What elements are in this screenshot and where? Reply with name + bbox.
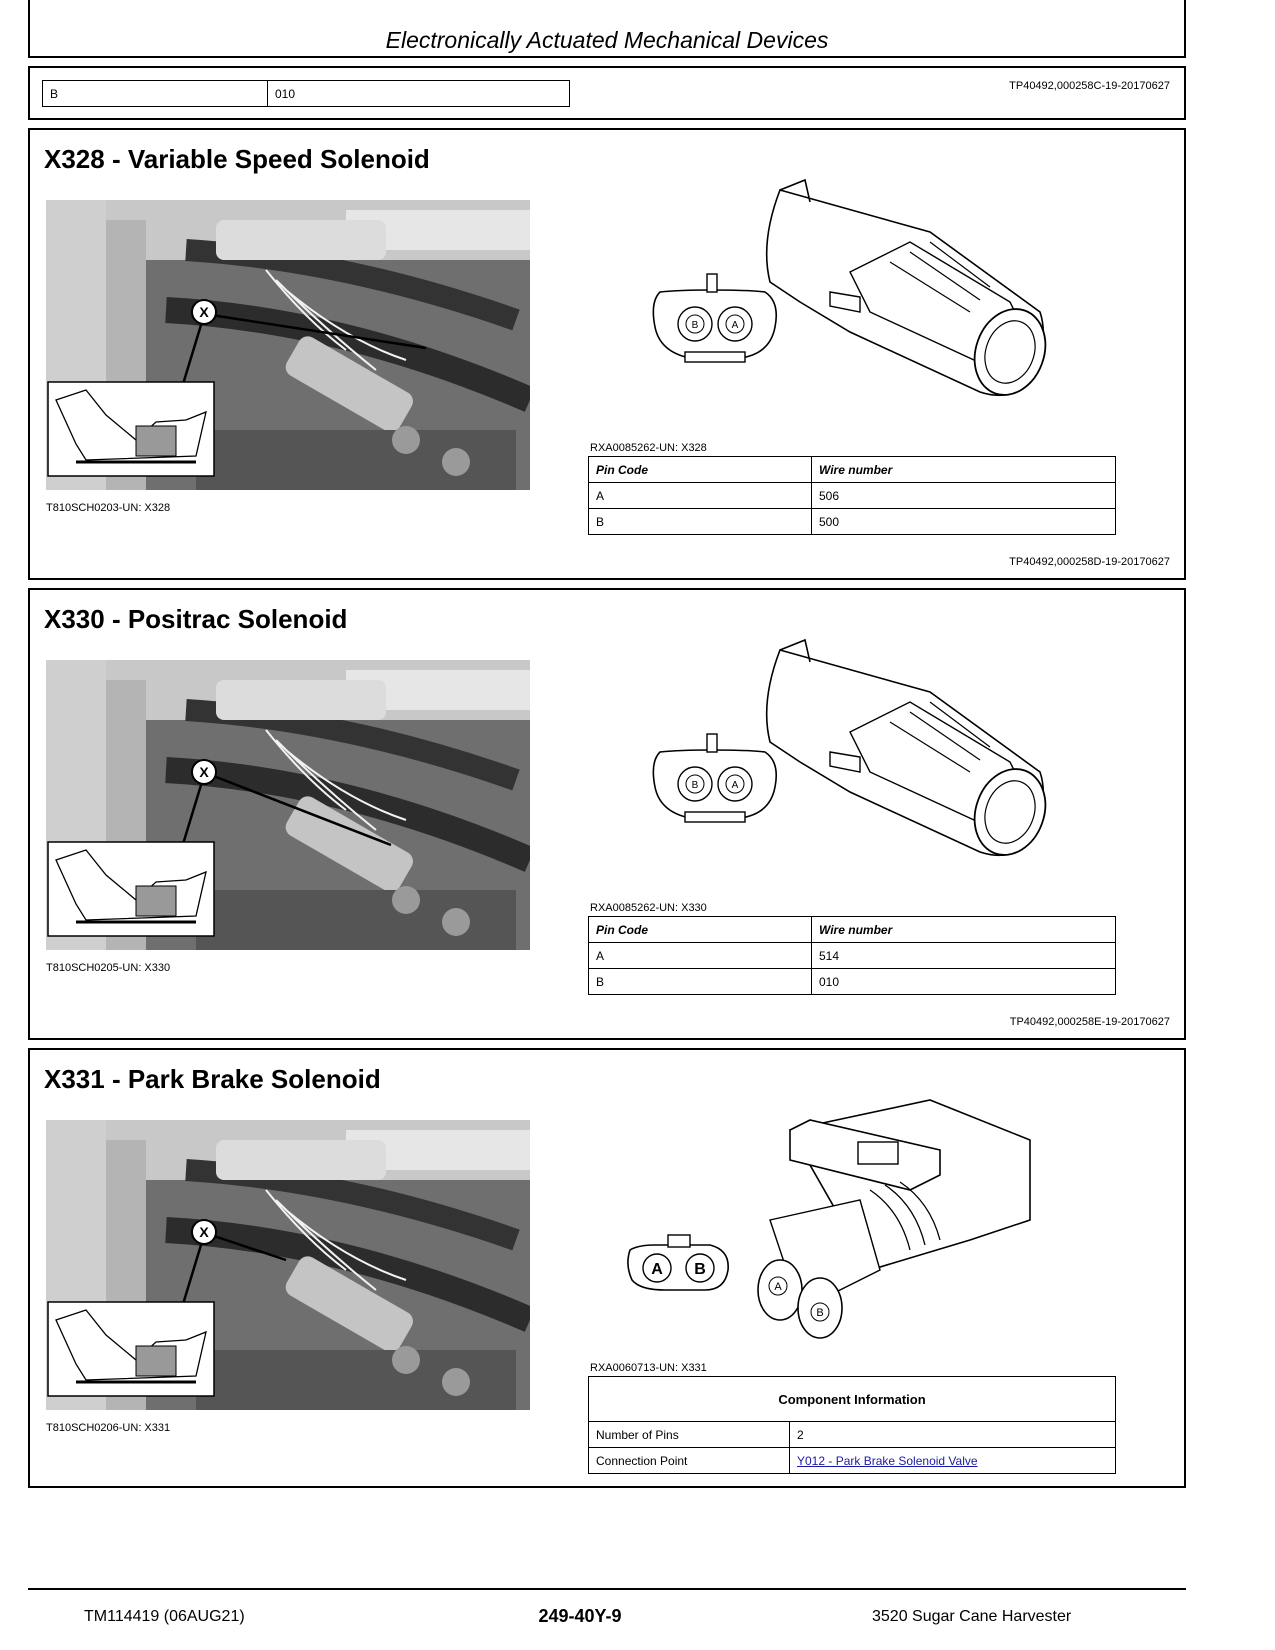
- pin-cell: B: [42, 80, 268, 107]
- table-header-row: Pin Code Wire number: [588, 916, 1116, 943]
- wire-cell: 010: [267, 80, 570, 107]
- footer-page-number: 249-40Y-9: [538, 1606, 622, 1626]
- pins-label: Number of Pins: [588, 1421, 790, 1448]
- pin-cell: A: [588, 482, 812, 509]
- header-pin-code: Pin Code: [588, 456, 812, 483]
- component-info-heading: Component Information: [588, 1376, 1116, 1422]
- section-title: X331 - Park Brake Solenoid: [44, 1064, 381, 1094]
- header-box: Electronically Actuated Mechanical Devic…: [28, 0, 1186, 58]
- pin-a-label: A: [651, 1261, 663, 1278]
- wire-cell: 514: [811, 942, 1116, 969]
- connector-diagram: A B A B: [610, 1090, 1070, 1340]
- pin-wire-table: Pin Code Wire number A 514 B 010: [588, 916, 1116, 995]
- pins-value: 2: [789, 1421, 1116, 1448]
- photo-caption: T810SCH0206-UN: X331: [46, 1422, 171, 1434]
- table-row: A 506: [588, 482, 1116, 509]
- connector-caption: RXA0060713-UN: X331: [590, 1362, 707, 1374]
- table-row: Number of Pins 2: [588, 1421, 1116, 1448]
- pin-cell: B: [588, 968, 812, 995]
- photo-caption: T810SCH0205-UN: X330: [46, 962, 171, 974]
- connection-point-link[interactable]: Y012 - Park Brake Solenoid Valve: [797, 1453, 978, 1468]
- table-row: B 010: [588, 968, 1116, 995]
- connection-point-cell: Y012 - Park Brake Solenoid Valve: [789, 1447, 1116, 1474]
- section-x328: X328 - Variable Speed Solenoid X T8: [28, 128, 1186, 580]
- section-x331: X331 - Park Brake Solenoid X T810SC: [28, 1048, 1186, 1488]
- table-header-row: Component Information: [588, 1376, 1116, 1422]
- connector-diagram: B A: [610, 632, 1070, 862]
- pin-b-label-3d: B: [816, 1307, 823, 1319]
- table-row: Connection Point Y012 - Park Brake Solen…: [588, 1447, 1116, 1474]
- pin-wire-table: Pin Code Wire number A 506 B 500: [588, 456, 1116, 535]
- table-row: B 500: [588, 508, 1116, 535]
- table-header-row: Pin Code Wire number: [588, 456, 1116, 483]
- table-row: A 514: [588, 942, 1116, 969]
- header-wire-number: Wire number: [811, 456, 1116, 483]
- pin-a-label: A: [732, 320, 739, 331]
- wire-cell: 010: [811, 968, 1116, 995]
- callout-label: X: [199, 764, 209, 780]
- connector-caption: RXA0085262-UN: X328: [590, 442, 707, 454]
- top-reference-code: TP40492,000258C-19-20170627: [1009, 80, 1170, 92]
- pin-b-label: B: [694, 1261, 706, 1278]
- connector-diagram: B A: [610, 172, 1070, 402]
- wire-cell: 506: [811, 482, 1116, 509]
- section-title: X328 - Variable Speed Solenoid: [44, 144, 430, 174]
- section-title: X330 - Positrac Solenoid: [44, 604, 348, 634]
- pin-b-label: B: [692, 780, 699, 791]
- pin-cell: A: [588, 942, 812, 969]
- header-wire-number: Wire number: [811, 916, 1116, 943]
- wire-cell: 500: [811, 508, 1116, 535]
- pin-b-label: B: [692, 320, 699, 331]
- header-pin-code: Pin Code: [588, 916, 812, 943]
- pin-cell: B: [588, 508, 812, 535]
- location-photo: X: [46, 1120, 530, 1410]
- page-header-title: Electronically Actuated Mechanical Devic…: [385, 27, 829, 53]
- footer-manual-id: TM114419 (06AUG21): [84, 1608, 245, 1625]
- location-photo: X: [46, 660, 530, 950]
- reference-code: TP40492,000258E-19-20170627: [1009, 1016, 1170, 1028]
- pin-a-label: A: [732, 780, 739, 791]
- table-row: B 010: [42, 80, 570, 107]
- reference-code: TP40492,000258D-19-20170627: [1009, 556, 1170, 568]
- callout-label: X: [199, 304, 209, 320]
- location-photo: X: [46, 200, 530, 490]
- footer-machine-name: 3520 Sugar Cane Harvester: [872, 1608, 1072, 1625]
- pin-a-label-3d: A: [774, 1281, 782, 1293]
- top-pin-table: B 010: [42, 80, 570, 107]
- callout-label: X: [199, 1224, 209, 1240]
- photo-caption: T810SCH0203-UN: X328: [46, 502, 171, 514]
- connector-caption: RXA0085262-UN: X330: [590, 902, 707, 914]
- connection-point-label: Connection Point: [588, 1447, 790, 1474]
- footer-divider: [28, 1588, 1186, 1590]
- component-info-table: Component Information Number of Pins 2 C…: [588, 1376, 1116, 1474]
- section-x330: X330 - Positrac Solenoid X T810SCH0: [28, 588, 1186, 1040]
- top-table-box: B 010 TP40492,000258C-19-20170627: [28, 66, 1186, 120]
